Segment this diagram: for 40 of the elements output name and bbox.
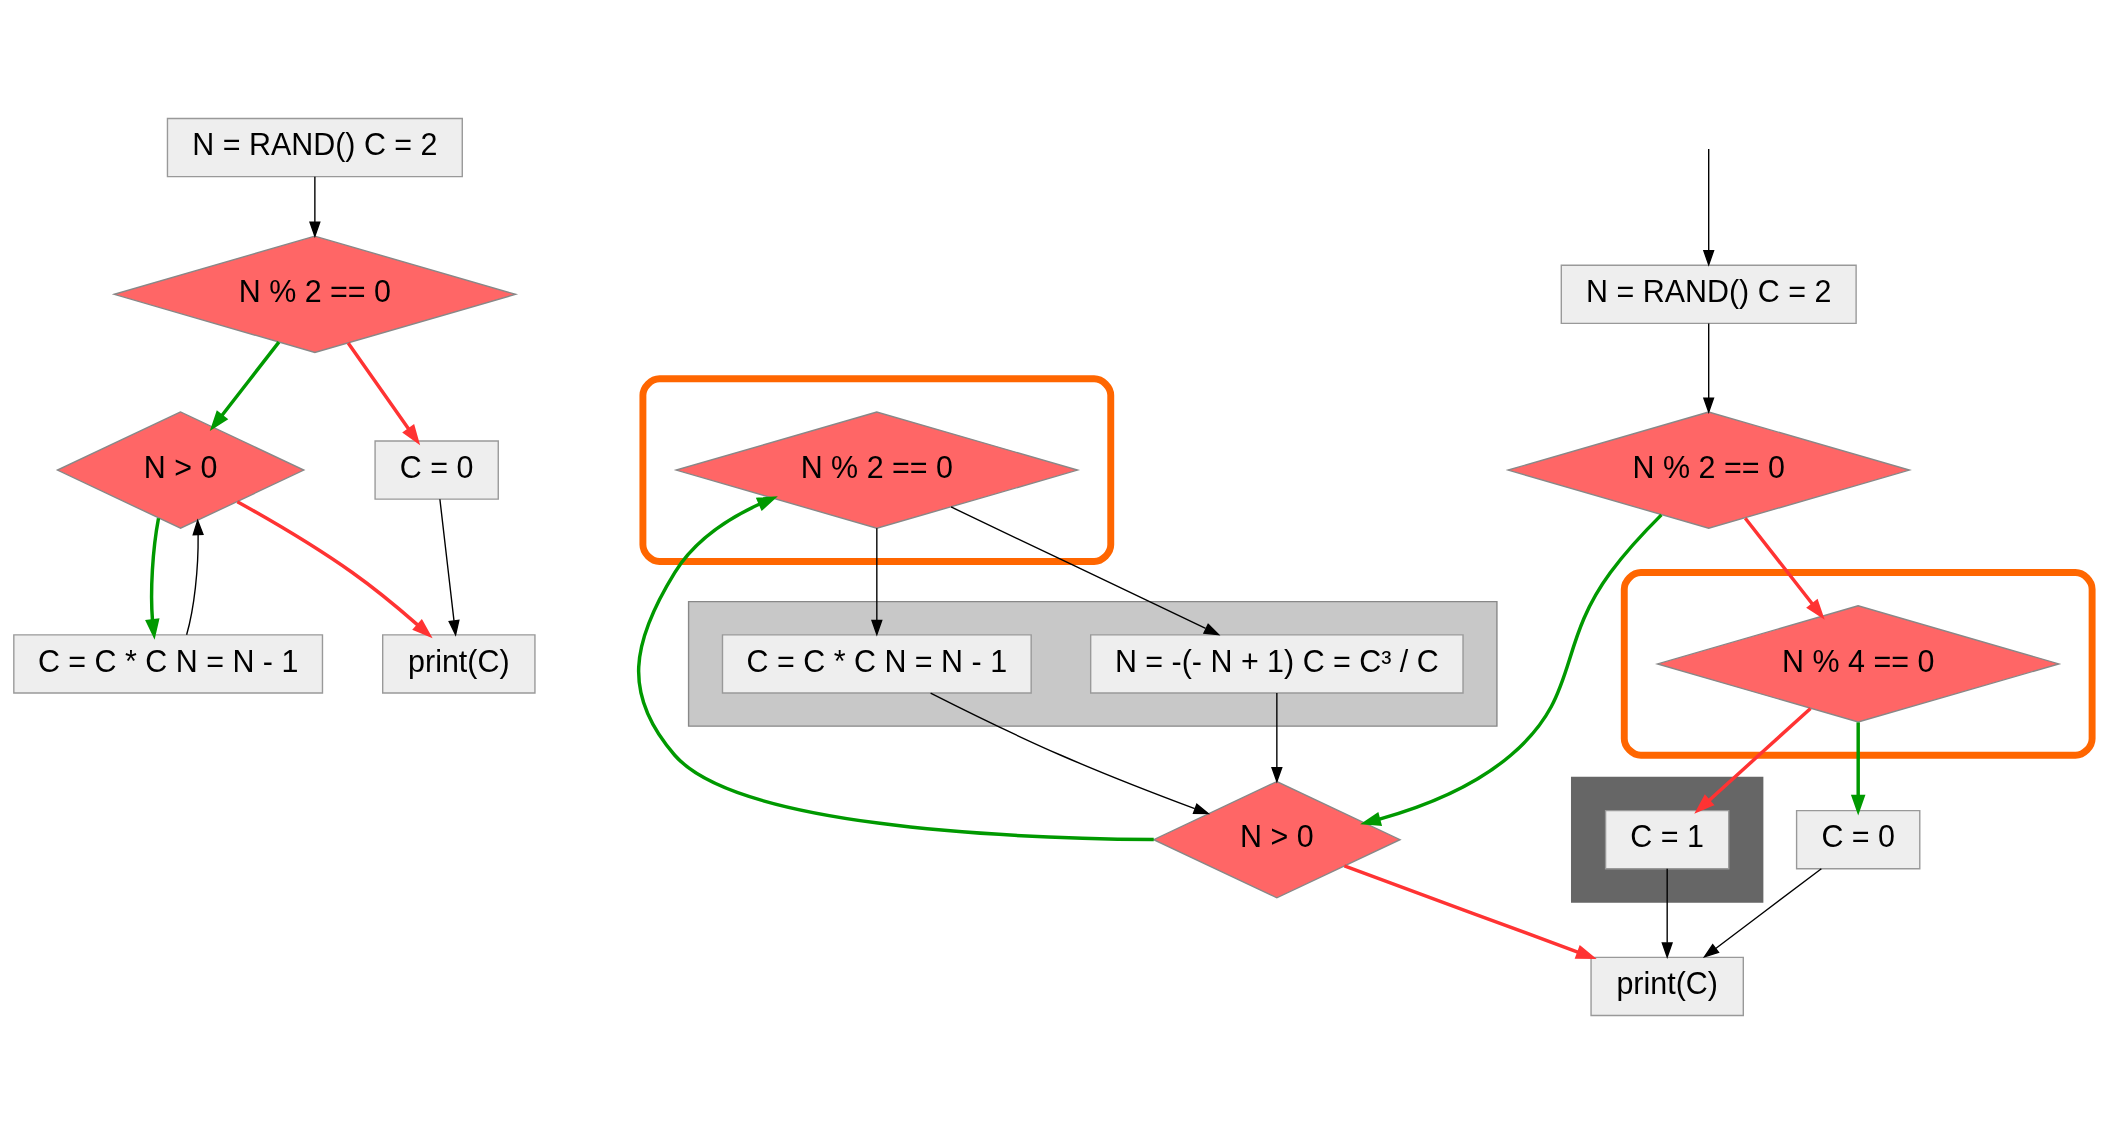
node-diamond: N % 2 == 0: [1505, 411, 1912, 529]
cluster: [1571, 776, 1764, 903]
cluster: [1620, 569, 2096, 759]
node-box: C = 1: [1604, 809, 1730, 870]
node-box: C = 0: [1795, 809, 1921, 870]
arrow: [929, 692, 1211, 815]
node-box: C = 0: [374, 440, 499, 500]
arrow: [145, 517, 161, 640]
arrow: [1694, 707, 1812, 814]
arrow: [637, 496, 1154, 842]
arrow: [871, 527, 883, 637]
node-box: N = RAND() C = 2: [1560, 264, 1857, 325]
arrow: [1702, 868, 1823, 959]
arrow: [209, 341, 281, 432]
arrow: [1743, 517, 1825, 620]
arrow: [1360, 513, 1663, 826]
node-diamond: N % 2 == 0: [111, 235, 519, 354]
arrow: [1702, 148, 1715, 267]
arrow: [1271, 692, 1283, 784]
arrow: [346, 342, 421, 446]
node-box: C = C * C N = N - 1: [13, 634, 324, 694]
arrow: [309, 176, 321, 239]
node-box: print(C): [382, 634, 536, 694]
arrow: [236, 500, 433, 639]
node-diamond: N % 4 == 0: [1655, 605, 2062, 723]
node-diamond: N % 2 == 0: [673, 411, 1080, 529]
arrow: [1850, 722, 1866, 816]
arrow: [185, 518, 204, 636]
node-box: N = -(- N + 1) C = C³ / C: [1090, 634, 1464, 694]
arrow: [1343, 864, 1597, 960]
node-box: print(C): [1590, 956, 1744, 1017]
node-box: C = C * C N = N - 1: [721, 634, 1032, 694]
arrow: [1702, 322, 1715, 415]
arrow: [439, 498, 460, 637]
arrow: [1661, 868, 1673, 959]
node-box: N = RAND() C = 2: [166, 117, 463, 178]
cluster: [687, 600, 1498, 727]
node-diamond: N > 0: [1152, 780, 1402, 899]
cluster: [639, 375, 1115, 565]
arrow: [950, 506, 1221, 636]
